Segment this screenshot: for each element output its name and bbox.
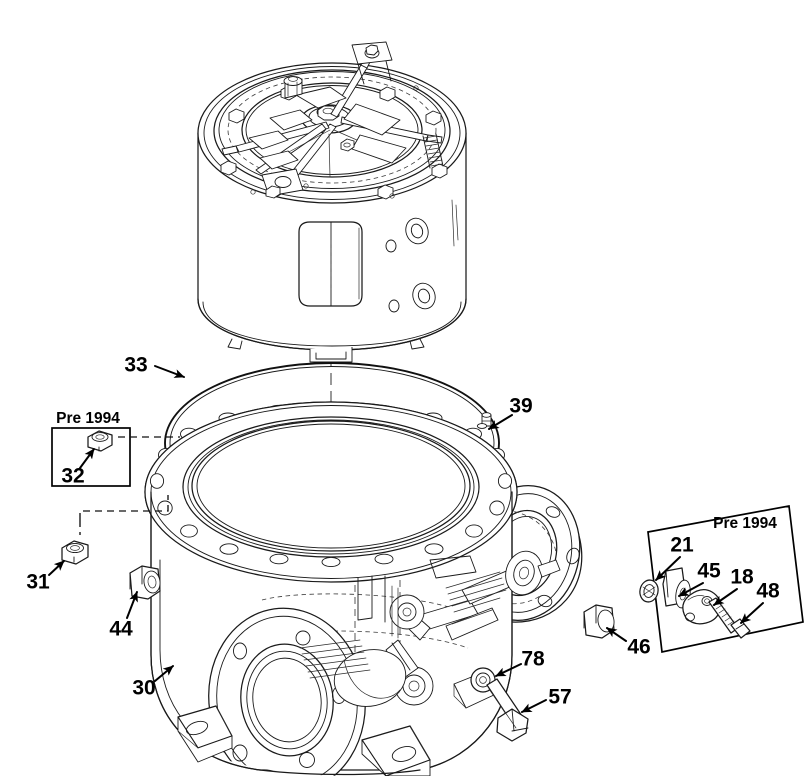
part-44-pipe-plug bbox=[129, 565, 161, 600]
flange-bolt-holes-front bbox=[149, 423, 513, 568]
label-30: 30 bbox=[132, 677, 155, 700]
label-32: 32 bbox=[61, 465, 84, 488]
label-78: 78 bbox=[521, 648, 545, 671]
label-18: 18 bbox=[730, 566, 754, 589]
part-number-labels: 33 39 32 31 44 30 46 78 57 21 45 18 48 bbox=[26, 354, 780, 709]
coil-spring bbox=[422, 133, 444, 169]
dash-link-31 bbox=[79, 495, 169, 520]
label-33: 33 bbox=[124, 354, 147, 377]
label-31: 31 bbox=[26, 571, 50, 594]
label-21: 21 bbox=[670, 534, 694, 557]
part-31-hex-nut bbox=[61, 540, 89, 565]
label-44: 44 bbox=[109, 618, 133, 641]
rear-linkage bbox=[429, 550, 561, 613]
leader-lines bbox=[48, 365, 764, 713]
dowel-pin-39 bbox=[481, 412, 492, 427]
label-48: 48 bbox=[756, 580, 780, 603]
hatch-shading bbox=[299, 639, 371, 679]
valve-body-assembly bbox=[144, 401, 583, 776]
part-48-machine-screw bbox=[708, 597, 751, 639]
part-21-washer bbox=[639, 579, 659, 603]
part-32-hex-nut bbox=[87, 430, 113, 452]
callout-caption-left: Pre 1994 bbox=[56, 410, 120, 427]
actuator-body-features bbox=[298, 199, 459, 313]
actuator-cylinder-assembly bbox=[197, 41, 467, 363]
linkage-arm bbox=[333, 594, 499, 707]
label-39: 39 bbox=[509, 395, 532, 418]
mounting-feet bbox=[177, 671, 497, 776]
callout-caption-right: Pre 1994 bbox=[713, 515, 777, 532]
label-57: 57 bbox=[548, 686, 571, 709]
actuator-flange-marks bbox=[250, 85, 419, 199]
valve-body-features bbox=[208, 575, 499, 776]
actuator-top-accessories bbox=[261, 41, 444, 199]
actuator-vanes bbox=[248, 86, 407, 170]
label-45: 45 bbox=[697, 560, 721, 583]
callout-box-left-pre1994: Pre 1994 bbox=[51, 410, 131, 487]
label-46: 46 bbox=[627, 636, 650, 659]
part-57-hex-head-bolt bbox=[486, 678, 529, 742]
